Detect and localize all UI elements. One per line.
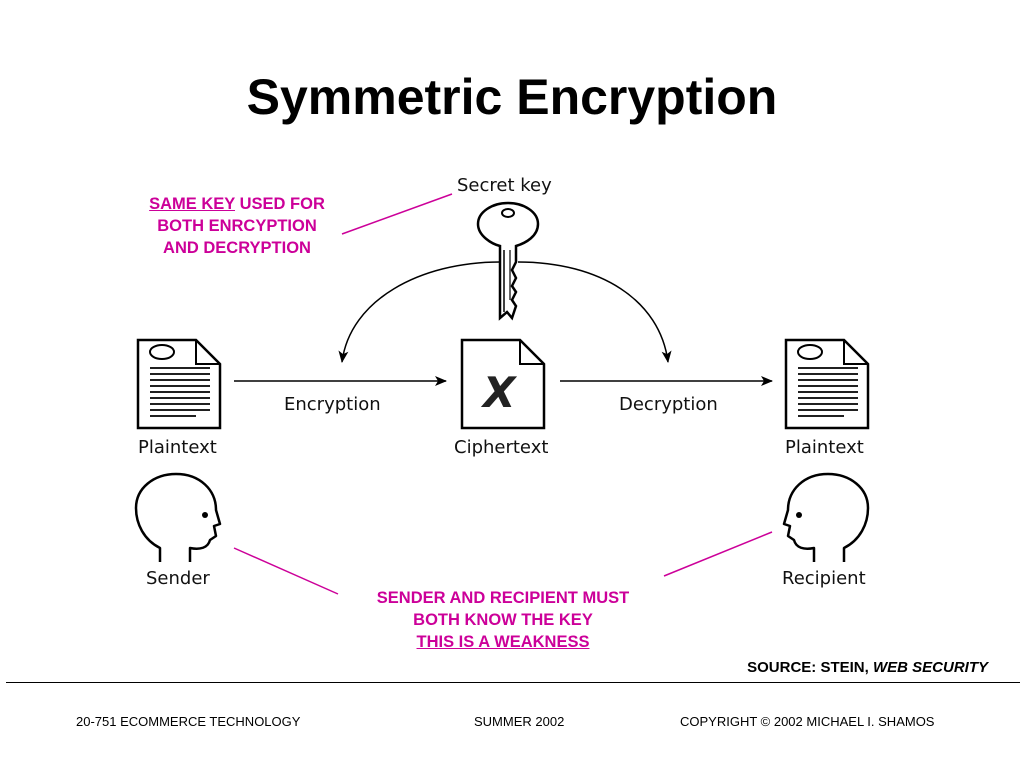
footer-divider xyxy=(6,682,1020,683)
key-to-encryption-arrow xyxy=(338,261,501,363)
sender-head-icon xyxy=(134,472,222,562)
plaintext-document-right-icon xyxy=(784,338,870,430)
same-key-callout: SAME KEY USED FOR BOTH ENRCYPTION AND DE… xyxy=(110,193,364,259)
plaintext-left-label: Plaintext xyxy=(138,437,217,458)
slide-title: Symmetric Encryption xyxy=(246,69,778,125)
footer-term: SUMMER 2002 xyxy=(474,714,565,729)
plaintext-right-label: Plaintext xyxy=(785,437,864,458)
secret-key-label: Secret key xyxy=(457,175,552,196)
weakness-callout-line3: THIS IS A WEAKNESS xyxy=(416,633,590,651)
weakness-callout-line2: BOTH KNOW THE KEY xyxy=(413,611,593,629)
same-key-callout-line2: BOTH ENRCYPTION xyxy=(157,217,317,235)
source-prefix: SOURCE: STEIN, xyxy=(747,659,873,676)
key-callout-connector xyxy=(341,193,453,235)
same-key-callout-line3: AND DECRYPTION xyxy=(163,239,311,257)
same-key-line1-rest: USED FOR xyxy=(235,195,325,213)
footer-copyright: COPYRIGHT © 2002 MICHAEL I. SHAMOS xyxy=(680,714,935,729)
weakness-callout-line1: SENDER AND RECIPIENT MUST xyxy=(376,589,630,607)
sender-label: Sender xyxy=(146,568,210,589)
recipient-head-icon xyxy=(782,472,870,562)
key-to-decryption-arrow xyxy=(517,261,672,363)
weakness-callout: SENDER AND RECIPIENT MUST BOTH KNOW THE … xyxy=(340,587,666,653)
recipient-callout-connector xyxy=(663,531,773,577)
same-key-emphasis: SAME KEY xyxy=(149,195,236,213)
encryption-label: Encryption xyxy=(284,394,381,415)
ciphertext-x-mark: X xyxy=(483,368,516,417)
source-citation: SOURCE: STEIN, WEB SECURITY xyxy=(747,659,988,676)
ciphertext-label: Ciphertext xyxy=(454,437,549,458)
same-key-callout-line1: SAME KEY USED FOR xyxy=(110,193,364,215)
sender-callout-connector xyxy=(233,547,339,595)
decryption-label: Decryption xyxy=(619,394,718,415)
key-icon xyxy=(476,201,540,321)
source-work-title: WEB SECURITY xyxy=(872,659,988,676)
footer-course: 20-751 ECOMMERCE TECHNOLOGY xyxy=(76,714,301,729)
ciphertext-document-icon xyxy=(460,338,546,430)
recipient-label: Recipient xyxy=(782,568,866,589)
plaintext-document-left-icon xyxy=(136,338,222,430)
